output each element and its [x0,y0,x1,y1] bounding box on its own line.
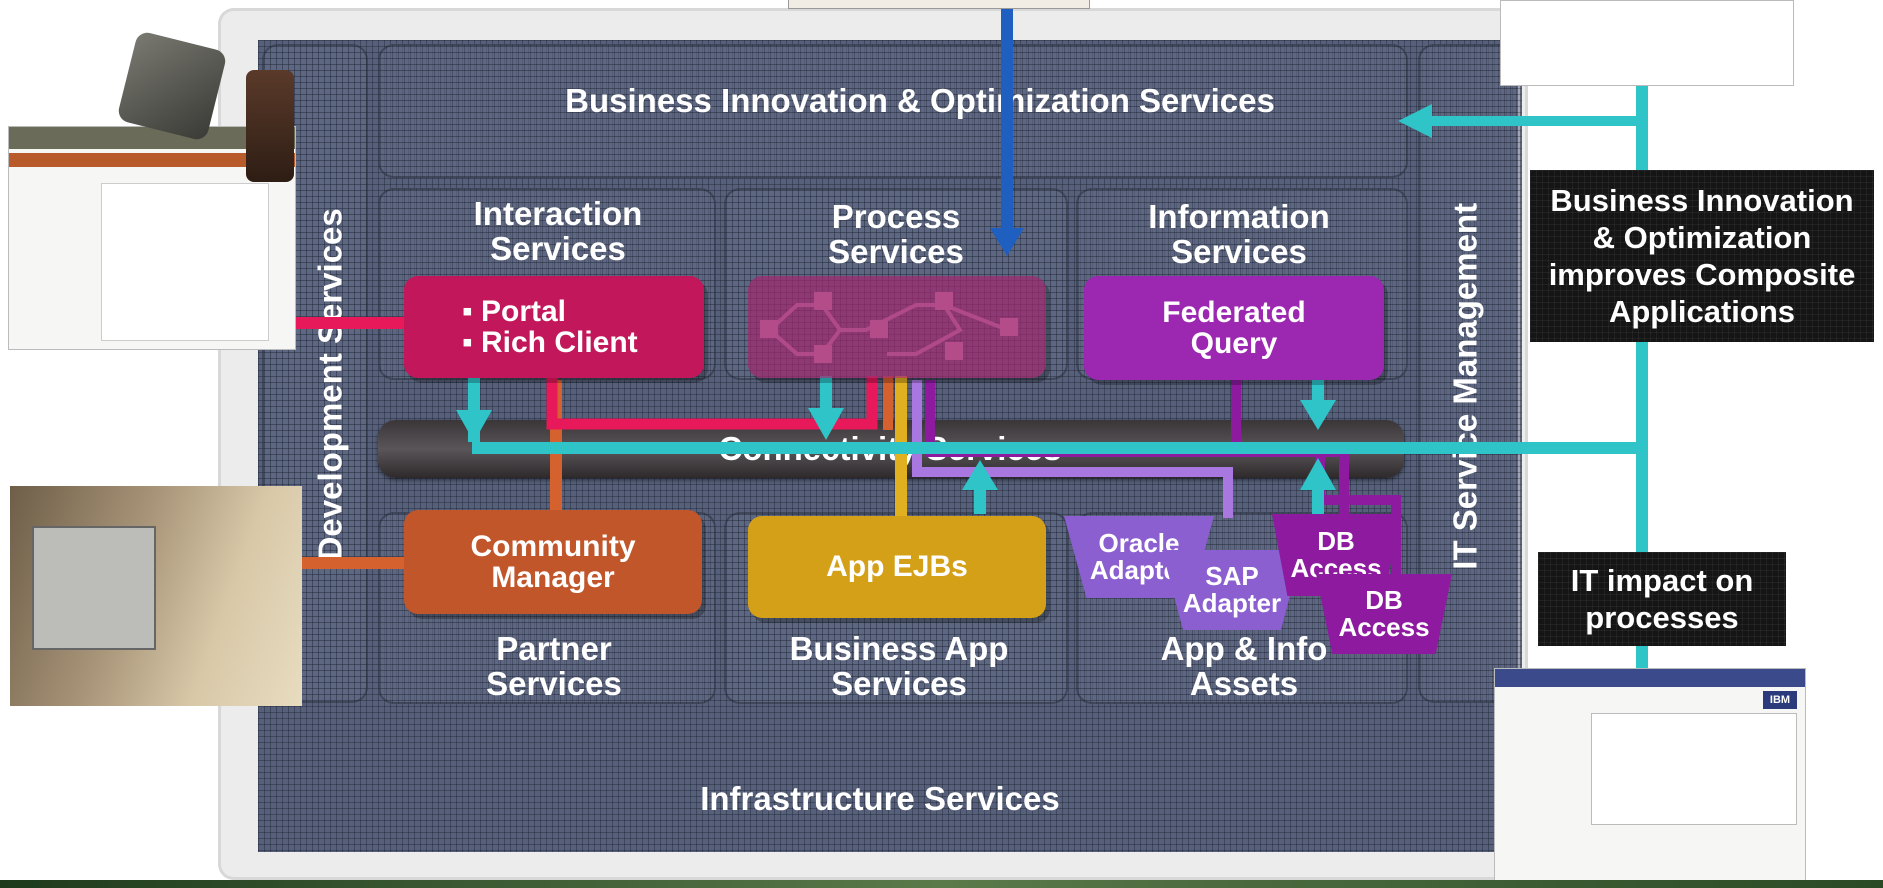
bio-services-tile [378,44,1408,178]
rich-client-item: ▪ Rich Client [462,326,638,359]
blue-down-arrow [990,0,1024,256]
ibm-logo: IBM [1763,691,1797,709]
community-link-line [302,557,406,569]
federated-query-box: Federated Query [1084,276,1384,380]
interaction-services-label: Interaction Services [473,195,643,267]
infrastructure-services-label: Infrastructure Services [700,780,1060,817]
information-services-label: Information Services [1148,198,1330,270]
bio-callout: Business Innovation & Optimization impro… [1530,170,1874,342]
mobile-phone-image [246,70,294,182]
app-info-assets-label: App & Info Assets [1160,630,1328,702]
community-manager-box: Community Manager [404,510,702,614]
top-center-thumbnail [788,0,1090,9]
oracle-connector [912,380,1233,518]
bottom-footer-strip [0,880,1883,888]
top-right-report-screenshot [1500,0,1794,86]
portal-process-connector [546,376,878,430]
partner-services-label: Partner Services [486,630,622,702]
dashboard-screenshot [8,126,296,350]
business-app-services-label: Business App Services [789,630,1009,702]
warehouse-photo [10,486,302,706]
app-ejbs-box: App EJBs [748,516,1046,618]
process-box [748,276,1046,378]
process-monitor-screenshot: IBM [1494,668,1806,888]
portal-box: ▪ Portal ▪ Rich Client [404,276,704,378]
db-access-box-2: DB Access [1316,574,1452,654]
teal-bus-line [472,442,1648,454]
rich-client-item-label: Rich Client [480,326,638,359]
portal-item: ▪ Portal [462,294,567,328]
teal-arrows [456,376,1336,514]
teal-arrow-to-bio [1398,104,1642,138]
sap-adapter-box: SAP Adapter [1162,550,1302,630]
it-impact-callout: IT impact on processes [1538,552,1786,646]
process-services-label: Process Services [828,198,964,270]
bio-services-label: Business Innovation & Optimization Servi… [565,82,1275,119]
portal-item-label: Portal [480,294,567,328]
portal-link-line [294,317,406,329]
